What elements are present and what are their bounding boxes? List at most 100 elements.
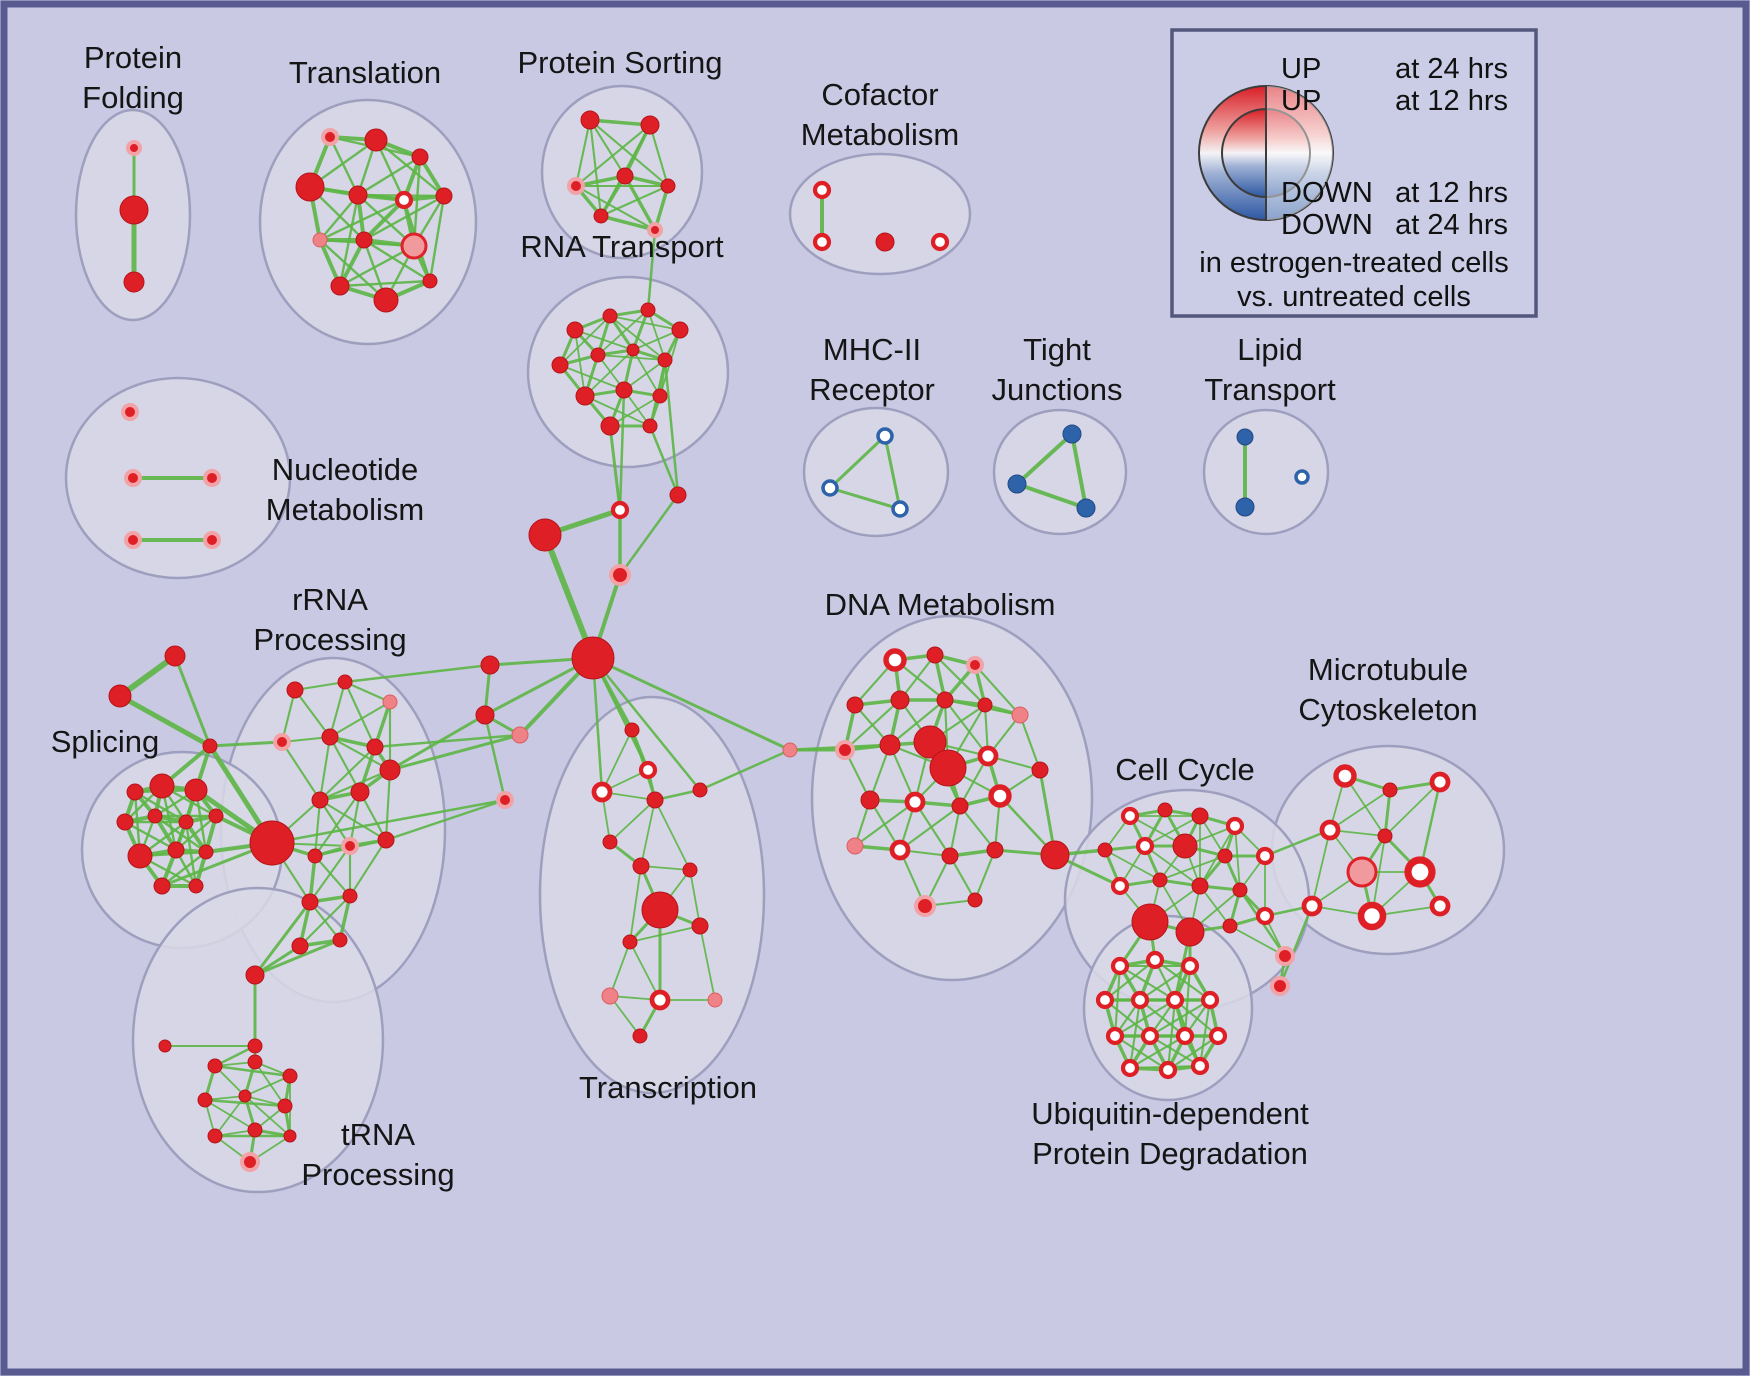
gene-node (1217, 848, 1233, 864)
gene-node (632, 1028, 648, 1044)
gene-node (860, 790, 880, 810)
gene-node (1301, 895, 1323, 917)
gene-node (203, 469, 221, 487)
gene-node (646, 791, 664, 809)
legend: UP at 24 hrs UP at 12 hrs DOWN at 12 hrs… (1170, 28, 1538, 318)
gene-node (941, 847, 959, 865)
gene-node (1172, 833, 1198, 859)
gene-node (311, 791, 329, 809)
gene-node (422, 273, 438, 289)
edge (318, 193, 360, 242)
gene-node (609, 564, 631, 586)
edge (898, 653, 937, 702)
gene-node (247, 1122, 263, 1138)
gene-node (202, 738, 218, 754)
edge (913, 800, 952, 858)
gene-node (846, 837, 864, 855)
gene-node (1157, 802, 1173, 818)
edge (318, 735, 332, 802)
gene-node (286, 681, 304, 699)
edge (1113, 998, 1177, 1038)
gene-node (247, 1038, 263, 1054)
gene-node (660, 178, 676, 194)
gene-node (926, 646, 944, 664)
edge (318, 745, 377, 802)
edge (213, 1064, 292, 1078)
gene-node (1208, 1026, 1228, 1046)
gene-node (283, 1129, 297, 1143)
gene-node (126, 783, 144, 801)
edge (973, 663, 1022, 717)
edge (542, 532, 596, 661)
edge (1159, 855, 1226, 881)
gene-node (1105, 1026, 1125, 1046)
edge (293, 688, 332, 739)
edge (244, 1075, 291, 1097)
edge (173, 654, 212, 748)
edge (160, 850, 208, 888)
legend-up12-time: at 12 hrs (1395, 85, 1508, 117)
gene-node (332, 932, 348, 948)
gene-node (1236, 428, 1254, 446)
gene-node (528, 518, 562, 552)
gene-node (638, 760, 658, 780)
gene-node (930, 232, 950, 252)
edge (943, 698, 990, 758)
edge (483, 713, 507, 802)
gene-node (366, 738, 384, 756)
edge (374, 138, 446, 198)
gene-node (394, 190, 414, 210)
gene-node (876, 427, 894, 445)
gene-node (891, 500, 909, 518)
gene-node (127, 843, 153, 869)
edge (328, 735, 392, 772)
edge (1103, 958, 1157, 1002)
edge (328, 700, 392, 739)
edge (574, 118, 592, 188)
gene-node (203, 531, 221, 549)
cluster-label-nucleotide-metabolism: Nucleotide (272, 452, 418, 487)
gene-node (883, 648, 907, 672)
gene-node (355, 231, 373, 249)
edge (1229, 925, 1286, 957)
gene-node (622, 934, 638, 950)
gene-node (567, 177, 585, 195)
cluster-label-ubiquitin-protein-degradation: Ubiquitin-dependent (1031, 1096, 1309, 1131)
gene-node (1120, 806, 1140, 826)
gene-node (1140, 1026, 1160, 1046)
gene-node (632, 857, 650, 875)
edge (689, 869, 701, 927)
edge (574, 123, 652, 188)
edge (898, 804, 962, 852)
gene-node (1270, 976, 1290, 996)
gene-node (936, 691, 954, 709)
cluster-label-cell-cycle: Cell Cycle (1115, 752, 1255, 787)
cluster-label-cofactor-metabolism: Cofactor (821, 77, 938, 112)
gene-node (929, 749, 967, 787)
gene-node (914, 895, 936, 917)
gene-node (1191, 877, 1209, 895)
gene-node (207, 1128, 223, 1144)
edge (1113, 1034, 1170, 1072)
edge (373, 733, 522, 749)
gene-node (1357, 901, 1387, 931)
gene-node (208, 808, 224, 824)
edge (632, 329, 681, 351)
gene-node (977, 745, 999, 767)
edge (623, 174, 657, 232)
gene-node (247, 1054, 263, 1070)
gene-node (301, 893, 319, 911)
edge (1148, 998, 1212, 1038)
gene-node (602, 308, 618, 324)
legend-up24-direction: UP (1281, 53, 1321, 85)
edge (428, 194, 446, 283)
edge (973, 848, 997, 902)
gene-node (647, 222, 663, 238)
gene-node (812, 232, 832, 252)
edge (1018, 713, 1042, 772)
cluster-cofactor-metabolism (788, 152, 972, 276)
legend-down24-time: at 24 hrs (1395, 209, 1508, 241)
edge (599, 214, 657, 232)
edge (1198, 998, 1212, 1068)
gene-node (986, 841, 1004, 859)
